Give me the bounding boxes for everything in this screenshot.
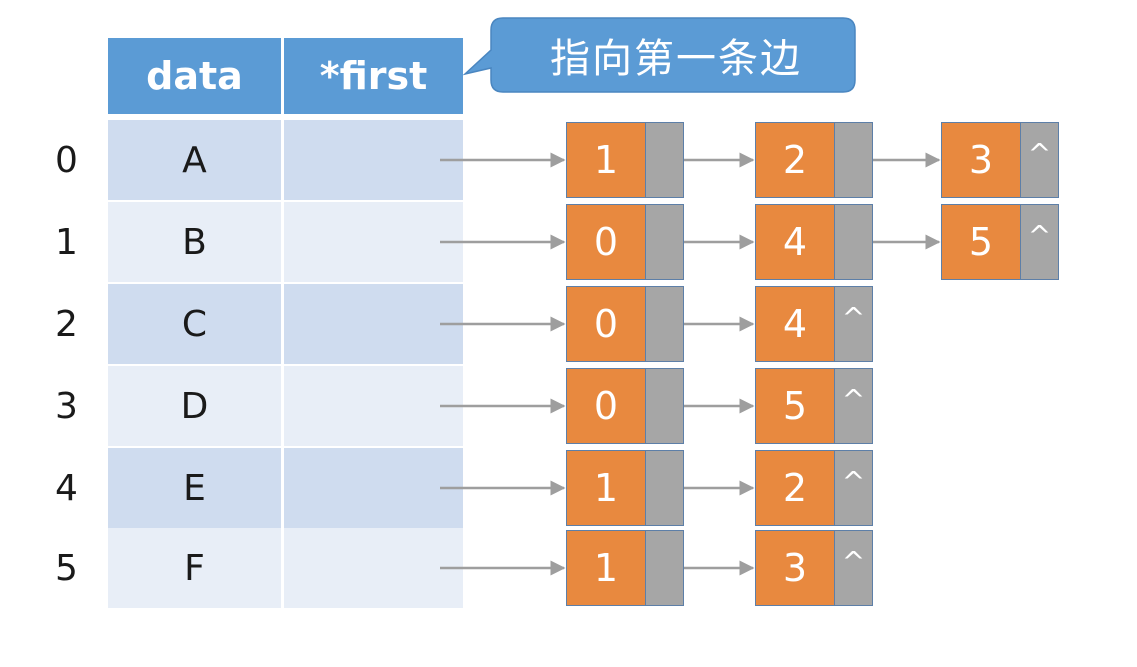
first-pointer-cell-2 — [284, 284, 463, 364]
adjvex-field: 3 — [941, 122, 1021, 198]
adjvex-field: 2 — [755, 450, 835, 526]
row-index-4: 4 — [55, 467, 78, 509]
edge-node-4-0: 1 — [566, 450, 684, 526]
header-first: *first — [284, 38, 463, 114]
edge-node-2-0: 0 — [566, 286, 684, 362]
edge-node-3-1: 5^ — [755, 368, 873, 444]
adjvex-field: 3 — [755, 530, 835, 606]
adjvex-field: 1 — [566, 450, 646, 526]
edge-node-1-2: 5^ — [941, 204, 1059, 280]
next-pointer-field — [646, 122, 684, 198]
adjvex-field: 5 — [941, 204, 1021, 280]
vertex-cell-0: A — [108, 120, 281, 200]
table-row-3: D — [108, 366, 463, 446]
table-row-5: F — [108, 528, 463, 608]
first-pointer-cell-3 — [284, 366, 463, 446]
vertex-cell-1: B — [108, 202, 281, 282]
edge-node-3-0: 0 — [566, 368, 684, 444]
next-pointer-field — [646, 204, 684, 280]
adjvex-field: 1 — [566, 530, 646, 606]
table-row-2: C — [108, 284, 463, 364]
callout-text: 指向第一条边 — [550, 36, 802, 82]
edge-node-5-0: 1 — [566, 530, 684, 606]
adjvex-field: 0 — [566, 286, 646, 362]
vertex-cell-4: E — [108, 448, 281, 528]
row-index-3: 3 — [55, 385, 78, 427]
null-pointer-field: ^ — [1021, 204, 1059, 280]
next-pointer-field — [646, 368, 684, 444]
vertex-cell-5: F — [108, 528, 281, 608]
next-pointer-field — [646, 286, 684, 362]
first-pointer-cell-4 — [284, 448, 463, 528]
edge-node-0-2: 3^ — [941, 122, 1059, 198]
edge-node-0-0: 1 — [566, 122, 684, 198]
next-pointer-field — [835, 122, 873, 198]
table-row-1: B — [108, 202, 463, 282]
table-row-4: E — [108, 448, 463, 528]
edge-node-1-1: 4 — [755, 204, 873, 280]
adjvex-field: 0 — [566, 204, 646, 280]
first-pointer-cell-1 — [284, 202, 463, 282]
edge-node-4-1: 2^ — [755, 450, 873, 526]
first-pointer-cell-0 — [284, 120, 463, 200]
null-pointer-field: ^ — [835, 286, 873, 362]
null-pointer-field: ^ — [1021, 122, 1059, 198]
edge-node-5-1: 3^ — [755, 530, 873, 606]
vertex-cell-2: C — [108, 284, 281, 364]
null-pointer-field: ^ — [835, 530, 873, 606]
next-pointer-field — [646, 450, 684, 526]
vertex-cell-3: D — [108, 366, 281, 446]
null-pointer-field: ^ — [835, 368, 873, 444]
adjvex-field: 2 — [755, 122, 835, 198]
header-data: data — [108, 38, 281, 114]
callout-bubble — [463, 17, 856, 93]
adjvex-field: 1 — [566, 122, 646, 198]
edge-node-0-1: 2 — [755, 122, 873, 198]
next-pointer-field — [835, 204, 873, 280]
adjvex-field: 4 — [755, 286, 835, 362]
edge-node-2-1: 4^ — [755, 286, 873, 362]
next-pointer-field — [646, 530, 684, 606]
adjvex-field: 4 — [755, 204, 835, 280]
edge-node-1-0: 0 — [566, 204, 684, 280]
null-pointer-field: ^ — [835, 450, 873, 526]
adjvex-field: 5 — [755, 368, 835, 444]
table-row-0: A — [108, 120, 463, 200]
row-index-1: 1 — [55, 221, 78, 263]
row-index-5: 5 — [55, 547, 78, 589]
row-index-0: 0 — [55, 139, 78, 181]
row-index-2: 2 — [55, 303, 78, 345]
first-pointer-cell-5 — [284, 528, 463, 608]
adjvex-field: 0 — [566, 368, 646, 444]
